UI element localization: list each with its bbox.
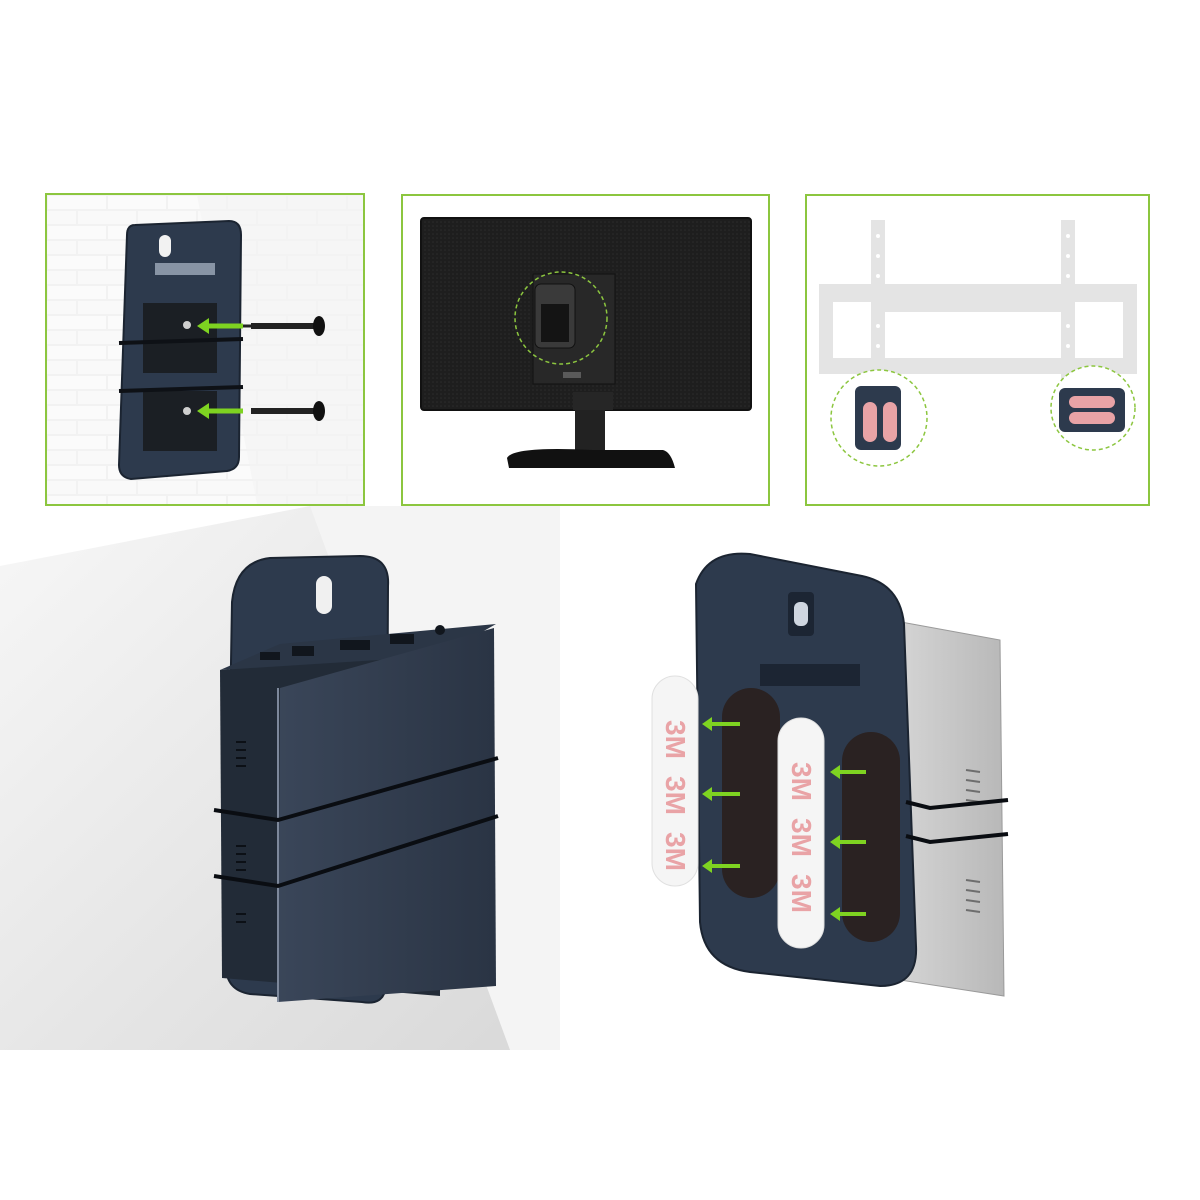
- mount-circle-right: [1050, 365, 1136, 451]
- svg-text:3M: 3M: [660, 720, 691, 759]
- arrow-icon: [197, 318, 243, 419]
- tv-bracket: [819, 220, 1137, 390]
- tv-bracket-illustration: [819, 220, 1137, 467]
- adhesive-pad-left: [722, 688, 780, 898]
- mount-circle-left: [830, 369, 928, 467]
- wall-screw-mount-panel: [45, 193, 365, 506]
- mounted-mini-pc-scene: [0, 506, 560, 1050]
- svg-text:3M: 3M: [660, 776, 691, 815]
- svg-text:3M: 3M: [786, 818, 817, 857]
- wall-screw-illustration: [47, 195, 363, 504]
- 3m-tape-left: 3M 3M 3M: [651, 675, 699, 887]
- tv-bracket-mount-panel: [805, 194, 1150, 506]
- svg-text:3M: 3M: [786, 874, 817, 913]
- mount-plate: [117, 219, 244, 481]
- 3m-tape-center: 3M 3M 3M: [777, 717, 825, 949]
- arrow-icon: [702, 717, 866, 921]
- monitor-back-mount-panel: [401, 194, 770, 506]
- monitor-illustration: [420, 217, 752, 468]
- adhesive-mount-illustration: 3M 3M 3M 3M 3M 3M: [651, 552, 1009, 997]
- svg-text:3M: 3M: [786, 762, 817, 801]
- adhesive-pad-top: [143, 303, 217, 373]
- svg-text:3M: 3M: [660, 832, 691, 871]
- adhesive-mount-scene: 3M 3M 3M 3M 3M 3M: [600, 540, 1050, 1020]
- strap: [905, 798, 1009, 845]
- mini-pc: [220, 624, 496, 1002]
- adhesive-pad-right: [842, 732, 900, 942]
- adhesive-pad-bottom: [143, 391, 217, 451]
- screw-icon: [243, 316, 325, 421]
- mounted-mini-pc-illustration: [0, 506, 560, 1050]
- elastic-strap: [213, 756, 499, 889]
- vesa-mount-highlight: [514, 271, 608, 365]
- mini-mount-plate: [534, 283, 576, 349]
